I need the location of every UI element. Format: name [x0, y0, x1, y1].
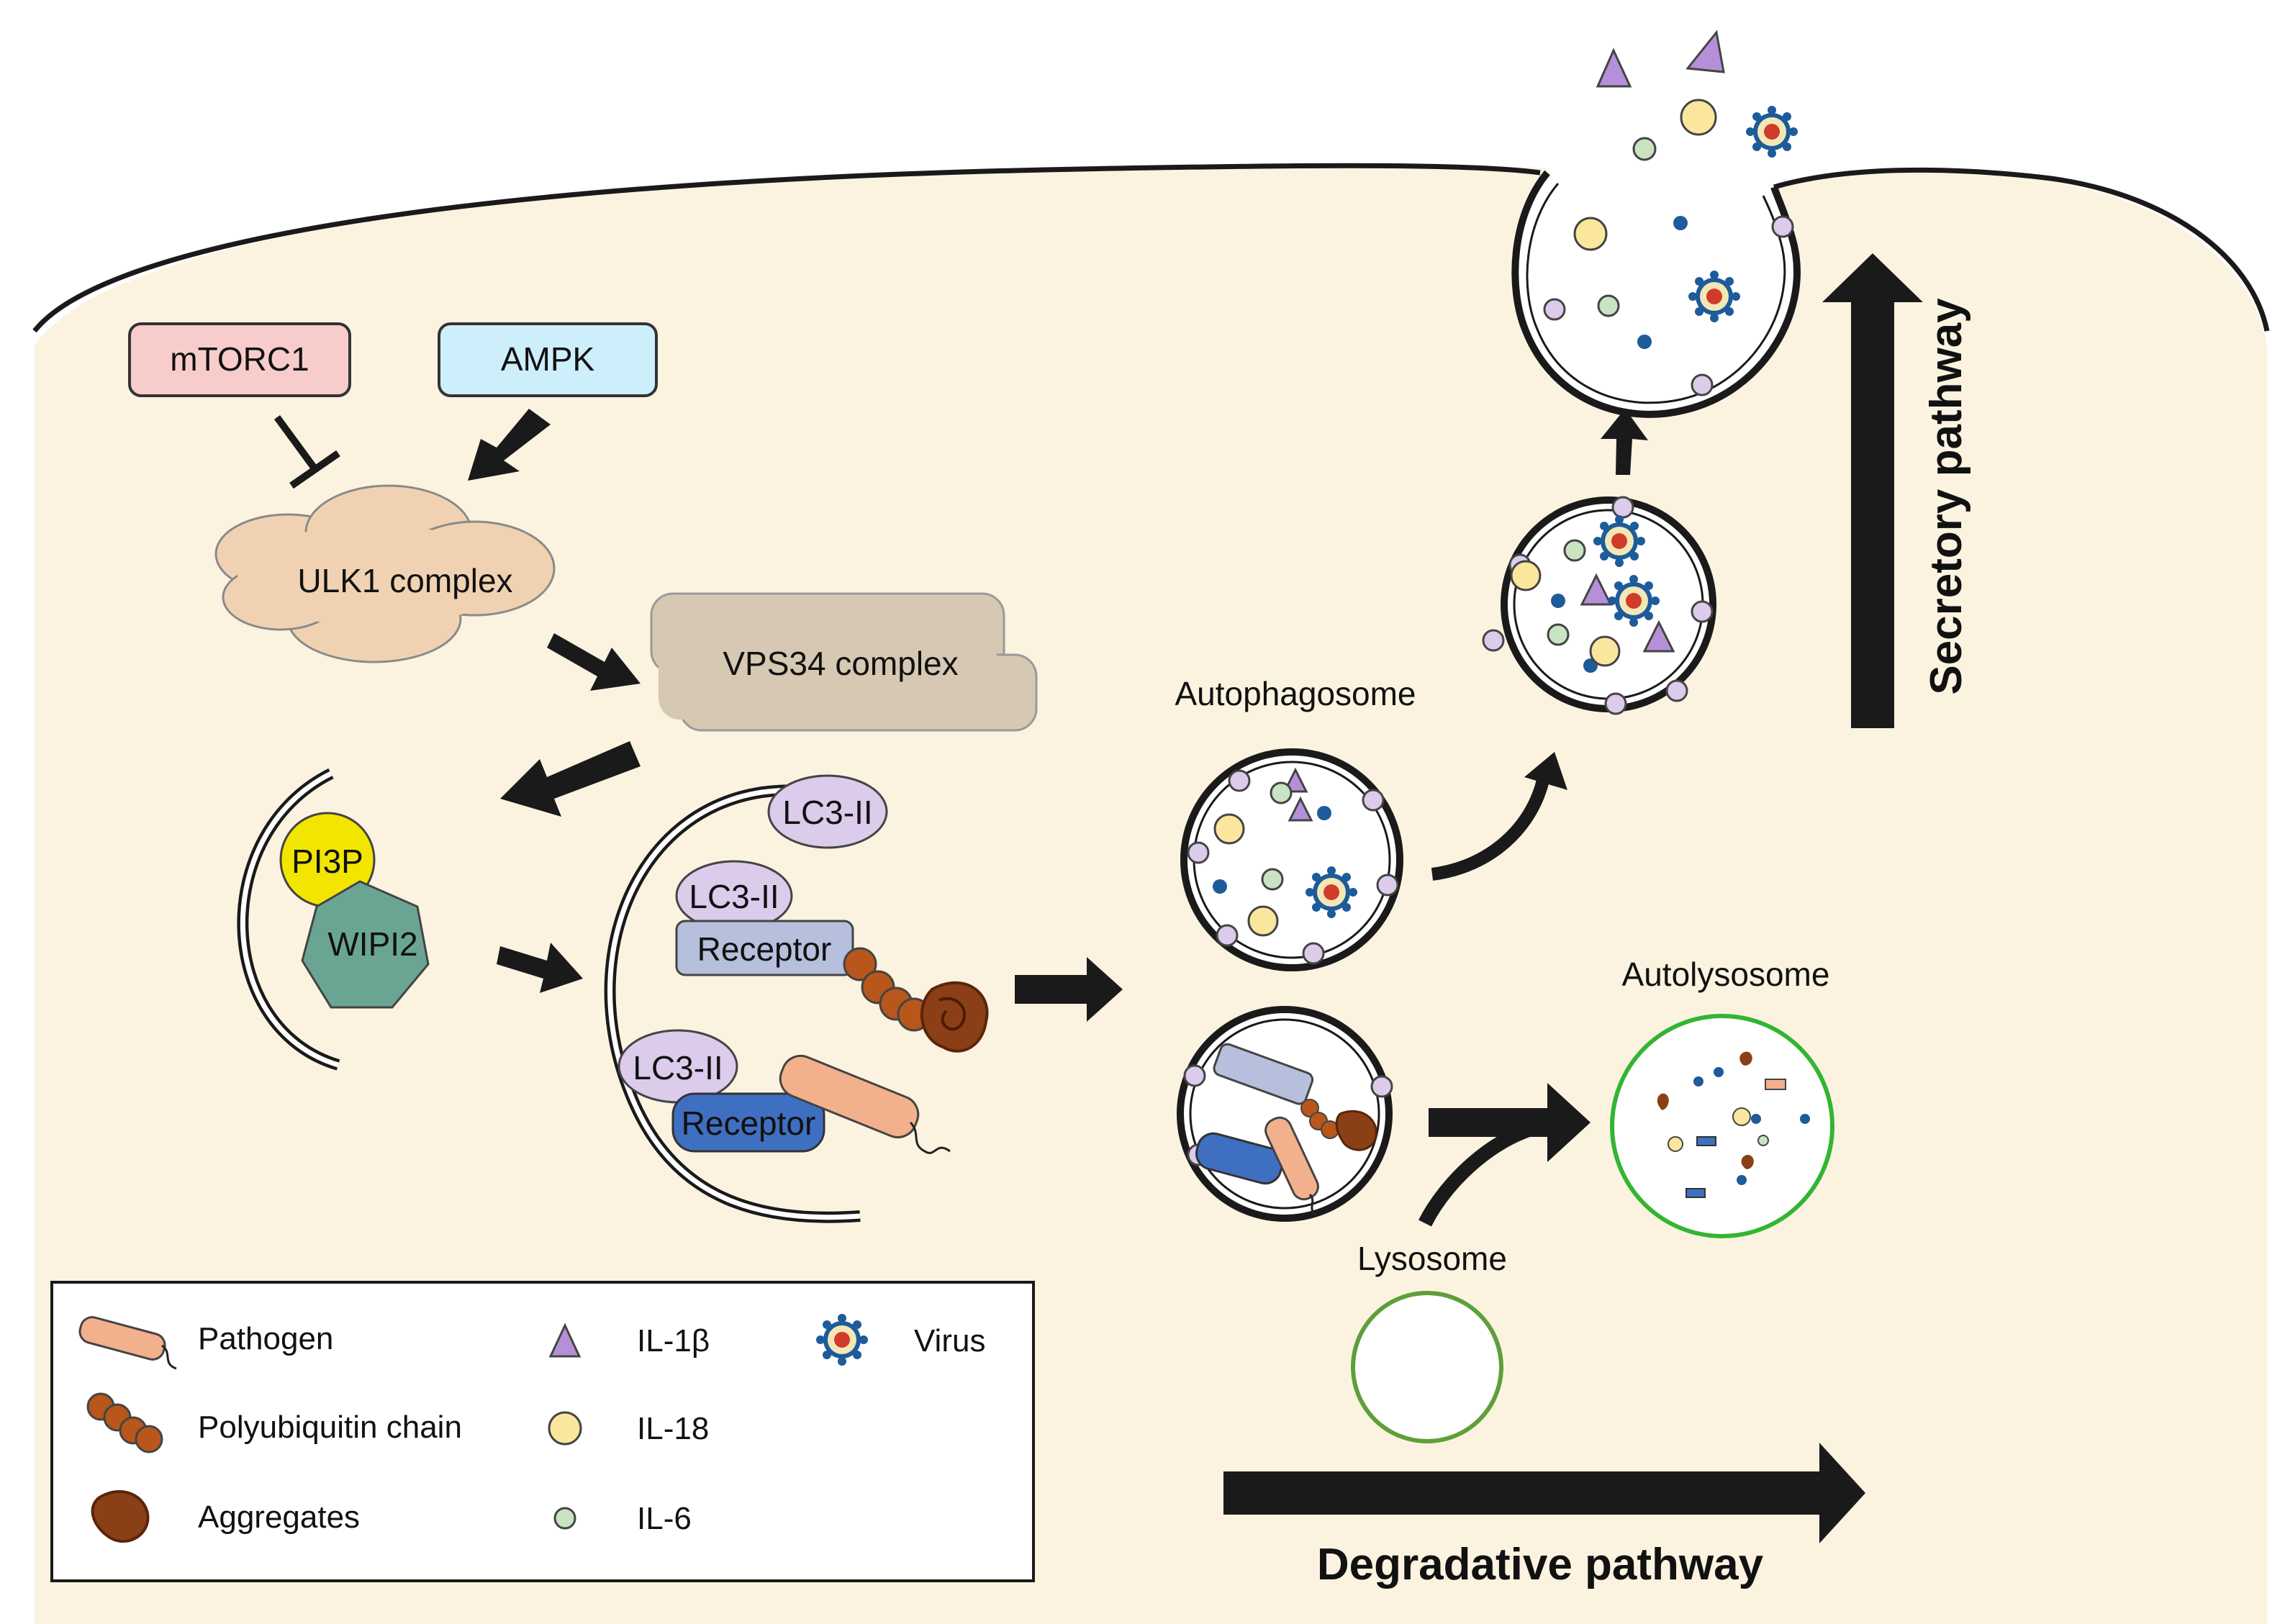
- receptor-lower: [671, 1092, 825, 1153]
- legend-virus-label: Virus: [914, 1323, 985, 1358]
- lc3-bottom-label: LC3-II: [633, 1049, 723, 1087]
- degradative-pathway-arrow: [1223, 1443, 1865, 1543]
- released-cytokines: [1596, 30, 1798, 161]
- arrow-to-autolysosome: [1429, 1083, 1591, 1162]
- legend-polyubiquitin-label: Polyubiquitin chain: [198, 1410, 462, 1445]
- lysosome: [1351, 1291, 1503, 1443]
- receptor-lower-label: Receptor: [682, 1104, 816, 1142]
- secretory-pathway-arrow: [1822, 253, 1923, 728]
- lysosome-label: Lysosome: [1357, 1240, 1507, 1277]
- ulk1-label: ULK1 complex: [297, 562, 512, 599]
- legend-pathogen-label: Pathogen: [198, 1321, 333, 1356]
- mtorc1-box: [128, 322, 351, 397]
- arrow-vps34-to-phagophore: [500, 741, 641, 817]
- secretory-pathway-label: Secretory pathway: [1922, 298, 1971, 695]
- autophagosome-cytokines: [1180, 748, 1403, 971]
- wipi2: [301, 880, 430, 1009]
- legend-il6-label: IL-6: [637, 1501, 692, 1536]
- legend-il18-icon: [548, 1411, 582, 1446]
- mtorc1-label: mTORC1: [170, 340, 309, 378]
- ampk-label: AMPK: [501, 340, 595, 378]
- legend-il6-icon: [553, 1507, 576, 1530]
- arrow-to-cargo-phagophore: [497, 943, 583, 993]
- activation-arrow: [468, 409, 551, 481]
- lc3-mid-label: LC3-II: [689, 878, 779, 915]
- legend: Pathogen Polyubiquitin chain Aggregates …: [50, 1281, 1035, 1582]
- secretory-vesicle: [1482, 496, 1716, 715]
- pathogen: [779, 1054, 951, 1154]
- ampk-box: [438, 322, 658, 397]
- legend-il18-label: IL-18: [637, 1411, 709, 1446]
- receptor-upper-label: Receptor: [697, 930, 832, 968]
- arrow-to-exocytosis: [1601, 409, 1648, 475]
- legend-pathogen-icon: [78, 1316, 166, 1361]
- legend-il1b-label: IL-1β: [637, 1323, 710, 1358]
- exocytosis-vesicle: [1511, 170, 1801, 418]
- legend-il1b-icon: [548, 1323, 582, 1358]
- autolysosome: [1610, 1014, 1834, 1238]
- arrow-to-autophagosome: [1015, 957, 1123, 1022]
- inhibition-arrow: [273, 415, 340, 489]
- wipi2-label: WIPI2: [327, 925, 417, 963]
- arrow-to-secretory-vesicle: [1431, 775, 1550, 881]
- pi3p-label: PI3P: [291, 843, 363, 880]
- autophagosome-cargo: [1177, 1006, 1393, 1222]
- receptor-upper: [675, 920, 854, 976]
- vps34-label: VPS34 complex: [723, 645, 958, 682]
- arrow-ulk1-to-vps34: [547, 633, 641, 691]
- lc3-top: [767, 774, 888, 849]
- degradative-pathway-label: Degradative pathway: [1317, 1540, 1764, 1589]
- autophagosome-label: Autophagosome: [1175, 675, 1416, 712]
- cell-membrane-left: [32, 163, 1541, 333]
- legend-polyubiquitin-icon: [86, 1392, 163, 1453]
- aggregate: [920, 981, 989, 1053]
- polyubiquitin-chain: [843, 947, 931, 1032]
- legend-aggregate-icon: [91, 1489, 150, 1543]
- lc3-top-label: LC3-II: [782, 794, 872, 831]
- legend-virus-icon: [816, 1314, 868, 1366]
- cytoplasm: [35, 165, 2267, 1624]
- autolysosome-label: Autolysosome: [1622, 956, 1830, 993]
- cell-membrane-right: [1773, 167, 2270, 332]
- legend-aggregates-label: Aggregates: [198, 1500, 360, 1535]
